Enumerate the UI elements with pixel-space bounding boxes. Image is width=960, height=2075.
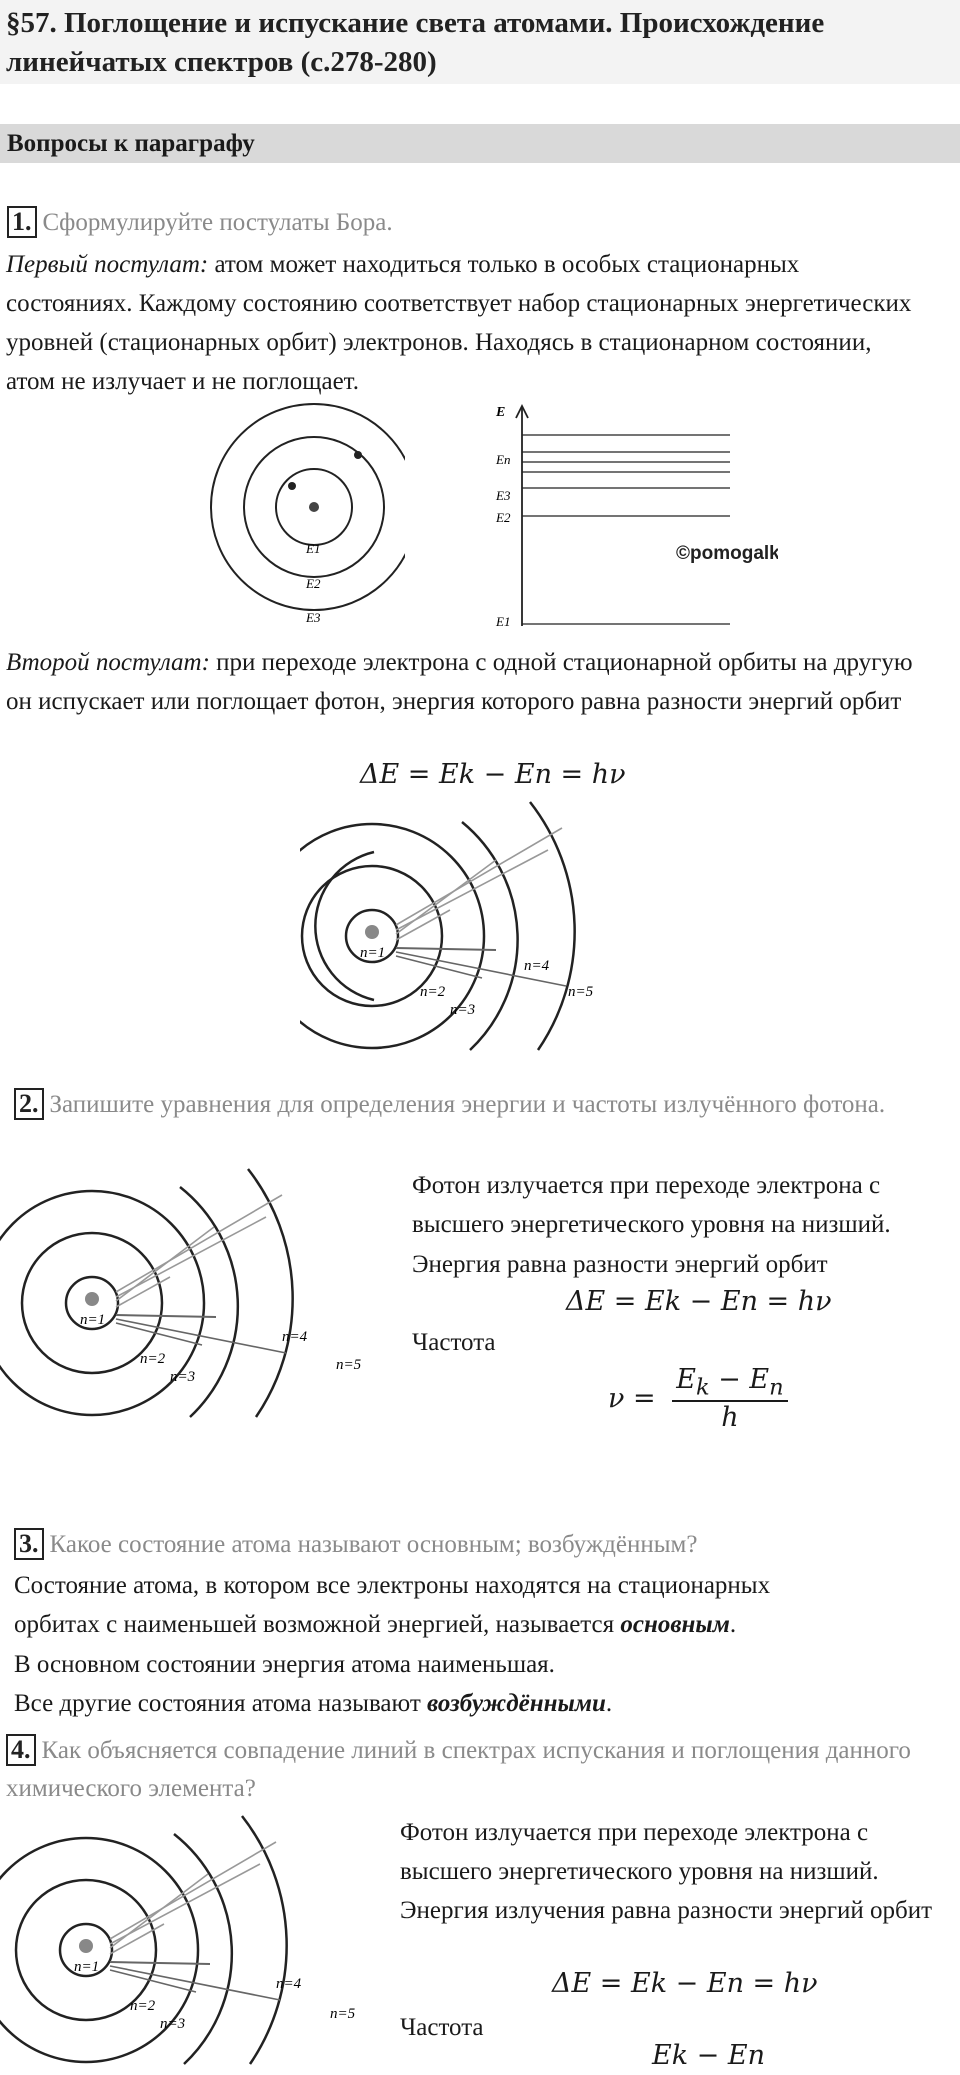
level-n-label: n=4	[524, 958, 550, 974]
nucleus	[309, 502, 319, 512]
level-n-label: n=2	[420, 984, 446, 1000]
question-number: 2.	[14, 1088, 44, 1120]
question-text: Как объясняется совпадение линий в спект…	[6, 1737, 911, 1802]
answer-text: Энергия равна разности энергий орбит	[412, 1251, 828, 1278]
frequency-label: Частота	[400, 2014, 484, 2041]
postulate-text: при переходе электрона с одной стационар…	[6, 649, 913, 715]
watermark: ©pomogalka.me	[676, 543, 778, 564]
level-n-label: n=5	[336, 1357, 362, 1373]
nucleus	[79, 1939, 93, 1953]
level-n-label: n=4	[276, 1976, 302, 1992]
frequency-label: Частота	[412, 1329, 496, 1356]
electron	[288, 482, 296, 490]
answer-text: В основном состоянии энергия атома наиме…	[14, 1651, 555, 1678]
level-n-label: n=1	[74, 1959, 99, 1975]
question-text: Запишите уравнения для определения энерг…	[49, 1091, 886, 1118]
level-n-label: n=3	[160, 2016, 185, 2032]
question-text: Сформулируйте постулаты Бора.	[42, 209, 393, 236]
orbit-label: E1	[305, 541, 320, 556]
postulate-1: Первый постулат: атом может находиться т…	[6, 245, 926, 401]
orbits-diagram: E1 E2 E3	[210, 403, 405, 625]
formula: ΔE = Ek − En = hν	[360, 759, 626, 790]
level-n-label: n=1	[360, 945, 385, 961]
period: .	[605, 1690, 613, 1717]
question-4: 4.Как объясняется совпадение линий в спе…	[6, 1732, 956, 1808]
answer-text-part: орбитах с наименьшей возможной энергией,…	[14, 1611, 621, 1638]
level-n-label: n=3	[450, 1002, 475, 1018]
postulate-2: Второй постулат: при переходе электрона …	[6, 643, 926, 721]
level-label: E	[495, 405, 505, 420]
title-background	[0, 0, 960, 84]
postulate-label: Второй постулат:	[6, 649, 210, 676]
formula: ΔE = Ek − En = hν	[552, 1968, 818, 1999]
question-number: 1.	[7, 206, 37, 238]
question-3: 3.Какое состояние атома называют основны…	[14, 1526, 914, 1564]
frequency-formula-numerator: Ek − En	[652, 2040, 765, 2071]
orbit-label: E3	[305, 610, 321, 625]
term-excited: возбуждёнными	[427, 1690, 606, 1717]
level-label: E3	[495, 488, 511, 503]
postulate-label: Первый постулат:	[6, 251, 209, 278]
nucleus	[85, 1292, 99, 1306]
level-label: En	[495, 452, 510, 467]
period: .	[729, 1611, 737, 1638]
section-bar	[0, 124, 960, 163]
question-number: 4.	[6, 1734, 36, 1766]
term-ground: основным	[620, 1611, 730, 1638]
electron	[354, 451, 362, 459]
answer-text: Энергия излучения равна разности энергий…	[400, 1897, 933, 1924]
formula: ΔE = Ek − En = hν	[566, 1286, 832, 1317]
answer-text: орбитах с наименьшей возможной энергией,…	[14, 1605, 736, 1644]
page-title: §57. Поглощение и испускание света атома…	[6, 7, 825, 78]
level-label: E1	[495, 614, 510, 628]
level-label: E2	[495, 510, 511, 525]
question-number: 3.	[14, 1528, 44, 1560]
orbit-label: E2	[305, 576, 321, 591]
level-n-label: n=5	[330, 2006, 356, 2022]
level-n-label: n=1	[80, 1312, 105, 1328]
energy-levels-diagram: E En E3 E2 E1 ©pomogalka.me	[495, 403, 778, 628]
section-title: Вопросы к параграфу	[7, 130, 255, 157]
answer-text: Все другие состояния атома называют возб…	[14, 1684, 612, 1723]
postulate-text: атом может находиться только в особых ст…	[6, 251, 912, 395]
question-1: 1.Сформулируйте постулаты Бора.	[7, 204, 393, 242]
frequency-formula: ν = Ek − En h	[608, 1364, 788, 1433]
transitions-diagram: n=1 n=2 n=3 n=4 n=5	[0, 1815, 356, 2065]
question-2: 2.Запишите уравнения для определения эне…	[14, 1086, 914, 1124]
level-n-label: n=4	[282, 1329, 308, 1345]
level-n-label: n=2	[140, 1351, 166, 1367]
level-n-label: n=5	[568, 984, 594, 1000]
level-n-label: n=3	[170, 1369, 195, 1385]
transitions-diagram: n=1 n=2 n=3 n=4 n=5	[300, 801, 594, 1051]
answer-text: Состояние атома, в котором все электроны…	[14, 1572, 771, 1599]
answer-text: Фотон излучается при переходе электрона …	[400, 1819, 879, 1885]
answer-text: Фотон излучается при переходе электрона …	[412, 1172, 891, 1238]
answer-text-part: Все другие состояния атома называют	[14, 1690, 428, 1717]
nucleus	[365, 925, 379, 939]
transitions-diagram: n=1 n=2 n=3 n=4 n=5	[0, 1168, 362, 1418]
level-n-label: n=2	[130, 1998, 156, 2014]
question-text: Какое состояние атома называют основным;…	[49, 1531, 698, 1558]
